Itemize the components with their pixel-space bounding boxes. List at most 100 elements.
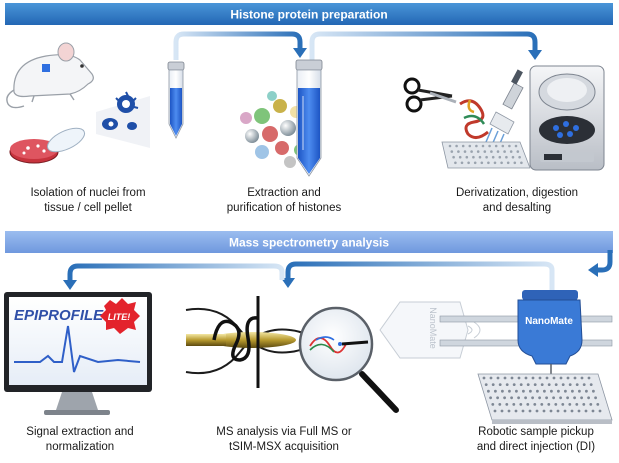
caption-ms-analysis-line1: MS analysis via Full MS or <box>216 426 352 438</box>
plate-well <box>510 376 514 380</box>
plate-well <box>468 144 472 148</box>
plate-well <box>467 161 470 165</box>
plate-well <box>487 389 490 393</box>
plate-well <box>518 155 521 159</box>
plate-well <box>508 144 511 148</box>
plate-well <box>570 409 574 413</box>
caption-derivatization-line1: Derivatization, digestion <box>456 187 578 199</box>
plate-well <box>531 376 535 380</box>
plate-well <box>577 409 581 413</box>
plate-well <box>580 396 583 400</box>
plate-well <box>524 396 527 400</box>
plate-well <box>519 383 523 386</box>
small-centrifuge-tube <box>167 61 185 139</box>
plate-well <box>564 389 567 393</box>
caption-extraction-line1: Extraction and <box>247 187 321 199</box>
plate-well <box>554 403 558 406</box>
plate-well <box>500 409 504 413</box>
caption-ms-analysis-line2: tSIM-MSX acquisition <box>229 441 339 453</box>
plate-well <box>598 409 602 413</box>
plate-well <box>514 409 518 413</box>
caption-isolation-line1: Isolation of nuclei from <box>30 187 145 199</box>
plate-well <box>505 403 509 406</box>
plate-well <box>511 155 515 159</box>
plate-well <box>526 403 530 406</box>
plate-well <box>542 409 546 413</box>
plate-well <box>458 155 462 159</box>
plate-well <box>505 383 509 386</box>
plate-well <box>503 396 506 400</box>
plate-well <box>516 150 520 153</box>
plate-well <box>563 409 567 413</box>
plate-well <box>509 150 513 153</box>
plate-well <box>559 396 562 400</box>
plate-well <box>584 409 588 413</box>
plate-well <box>489 396 492 400</box>
plate-well <box>515 389 518 393</box>
plate-well <box>450 150 454 153</box>
plate-well <box>498 383 502 386</box>
plate-well <box>493 161 497 165</box>
plate-well <box>524 376 528 380</box>
plate-well <box>543 389 546 393</box>
plate-well <box>533 403 537 406</box>
plate-well <box>582 383 586 386</box>
plate-well <box>491 383 495 386</box>
plate-well <box>454 161 457 165</box>
well-plate-icon <box>441 141 531 169</box>
plate-well <box>520 161 523 165</box>
plate-well <box>557 389 560 393</box>
plate-well <box>556 409 560 413</box>
lite-badge-text: LITE! <box>108 312 131 322</box>
caption-robotic: Robotic sample pickup and direct injecti… <box>477 426 595 453</box>
epiprofile-logo-text: EPIPROFILE <box>14 307 104 324</box>
epiprofile-logo: EPIPROFILE LITE! <box>14 298 140 334</box>
plate-well <box>481 144 485 148</box>
plate-well <box>452 155 455 159</box>
caption-extraction-line2: purification of histones <box>227 202 342 214</box>
plate-well <box>512 383 516 386</box>
plate-well <box>476 150 480 153</box>
caption-robotic-line2: and direct injection (DI) <box>477 441 595 453</box>
plate-well <box>461 144 465 148</box>
plate-well <box>528 409 532 413</box>
caption-derivatization: Derivatization, digestion and desalting <box>456 187 578 214</box>
plate-well <box>460 161 464 165</box>
caption-extraction: Extraction and purification of histones <box>227 187 342 214</box>
plate-well <box>496 150 500 153</box>
plate-well <box>547 383 551 386</box>
plate-well <box>568 403 572 406</box>
plate-well <box>540 383 544 386</box>
plate-well <box>500 161 503 165</box>
plate-well <box>535 409 539 413</box>
plate-well <box>561 403 565 406</box>
banner-histone-prep-title: Histone protein preparation <box>230 8 387 22</box>
plate-well <box>589 383 593 386</box>
plate-well <box>448 144 452 148</box>
plate-well <box>587 396 590 400</box>
connector-arrow-right <box>588 250 613 277</box>
plate-well <box>508 389 511 393</box>
petri-dish-icon <box>9 127 86 164</box>
banner-mass-spec-title: Mass spectrometry analysis <box>229 236 389 250</box>
plate-well <box>475 144 478 148</box>
plate-well <box>566 396 569 400</box>
plate-well <box>482 376 486 380</box>
plate-well <box>489 376 493 380</box>
plate-well <box>587 376 591 380</box>
plate-well <box>490 150 493 153</box>
plate-well <box>554 383 558 386</box>
plate-well <box>491 403 495 406</box>
top-flow-arrow-1 <box>173 31 307 60</box>
plate-well <box>498 155 502 159</box>
plate-well <box>533 383 537 386</box>
caption-isolation: Isolation of nuclei from tissue / cell p… <box>30 187 145 214</box>
plate-well <box>568 383 572 386</box>
plate-well <box>494 389 497 393</box>
plate-well <box>463 150 467 153</box>
centrifuge-machine-icon <box>529 65 605 171</box>
sample-plate-icon <box>477 373 613 424</box>
large-centrifuge-tube <box>295 59 323 177</box>
